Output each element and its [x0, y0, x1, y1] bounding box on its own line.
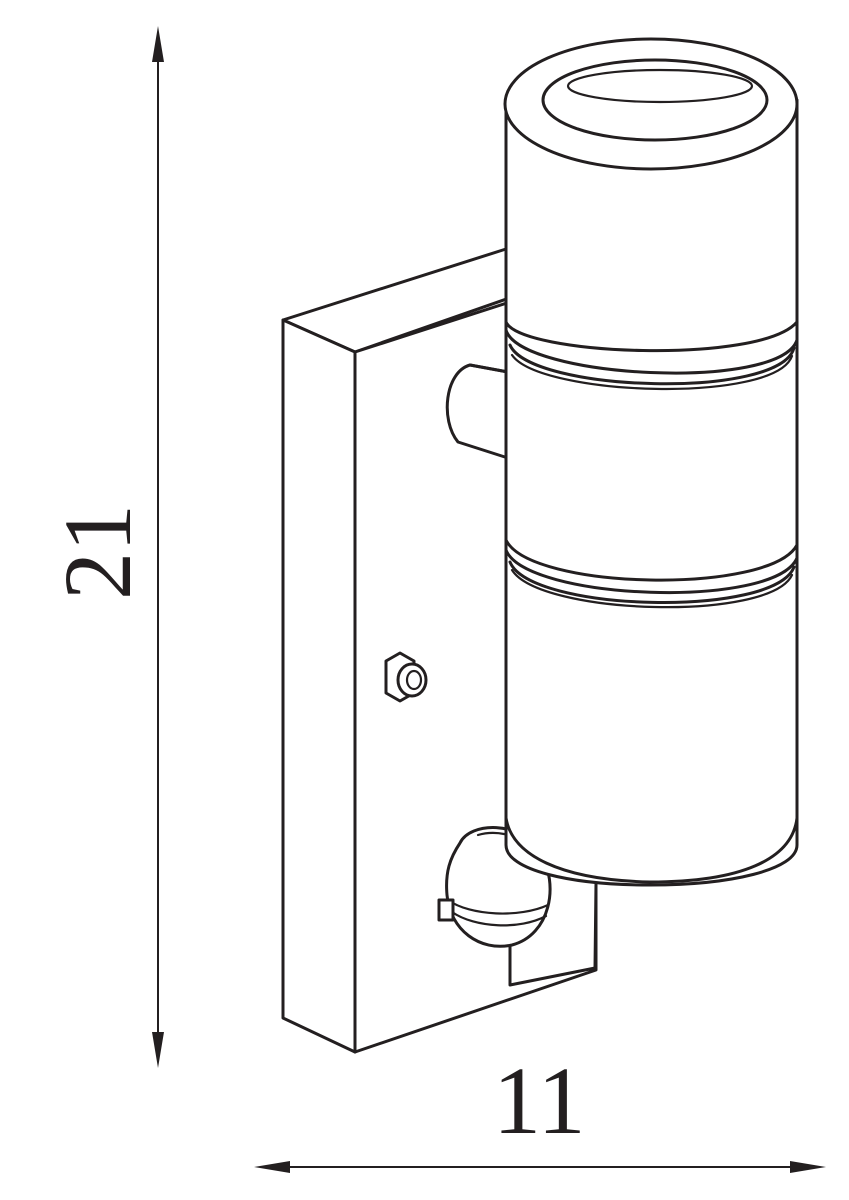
width-arrow-left — [254, 1161, 290, 1173]
hex-screw — [384, 651, 428, 703]
mounting-arm-shape — [445, 363, 510, 460]
cylinder-top-opening — [541, 58, 769, 142]
lower-groove-top — [504, 548, 799, 594]
height-arrow-top — [152, 26, 164, 62]
back-plate-front-face — [281, 318, 357, 1054]
cylinder-body — [504, 98, 799, 887]
upper-groove-top — [504, 328, 799, 375]
sensor-clip — [437, 898, 455, 922]
height-dimension: 21 — [44, 26, 164, 1068]
cylinder-top-inner — [566, 68, 754, 104]
width-dimension: 11 — [254, 1047, 826, 1173]
sensor-band — [446, 898, 550, 915]
width-arrow-right — [790, 1161, 826, 1173]
width-dimension-label: 11 — [493, 1047, 585, 1154]
height-dimension-label: 21 — [44, 504, 151, 600]
lamp-cylinder — [503, 37, 799, 887]
screw-center — [405, 669, 423, 691]
cylinder-top-rim — [503, 37, 799, 171]
back-plate — [281, 247, 598, 1054]
lower-groove-bottom — [508, 560, 796, 604]
mounting-arm — [445, 363, 510, 460]
upper-groove-bottom — [508, 343, 796, 386]
screw-head — [396, 662, 428, 698]
height-arrow-bottom — [152, 1032, 164, 1068]
